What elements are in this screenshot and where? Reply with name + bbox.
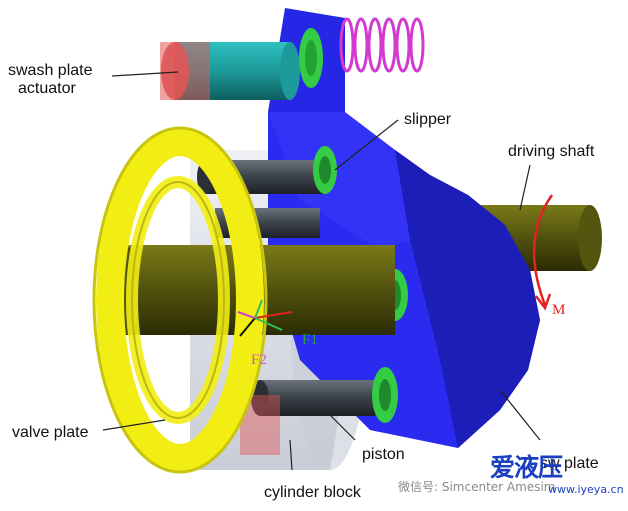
swash-plate-actuator-label-line1: swash plate bbox=[8, 62, 93, 79]
wechat-watermark: 微信号: Simcenter Amesim bbox=[398, 480, 556, 494]
valve-plate bbox=[92, 126, 268, 474]
swash-plate-label: sw plate bbox=[540, 455, 599, 472]
force-f2-label: F2 bbox=[251, 352, 267, 368]
moment-arrow bbox=[532, 194, 554, 311]
swash-plate-actuator-label-line2: actuator bbox=[18, 80, 76, 97]
brand-logo: 爱液压 bbox=[490, 453, 563, 482]
piston-label: piston bbox=[362, 446, 405, 463]
force-f1-label: F1 bbox=[302, 332, 318, 348]
force-vectors bbox=[237, 299, 293, 337]
slipper-label: slipper bbox=[404, 111, 452, 128]
spring bbox=[339, 17, 425, 73]
leader-lines bbox=[102, 71, 541, 471]
swash-plate-actuator bbox=[160, 28, 323, 100]
brand-url: www.iyeya.cn bbox=[548, 483, 624, 496]
cylinder-block-label: cylinder block bbox=[264, 484, 361, 501]
driving-shaft-label: driving shaft bbox=[508, 143, 595, 160]
valve-plate-label: valve plate bbox=[12, 424, 89, 441]
moment-m-label: M bbox=[552, 302, 566, 318]
